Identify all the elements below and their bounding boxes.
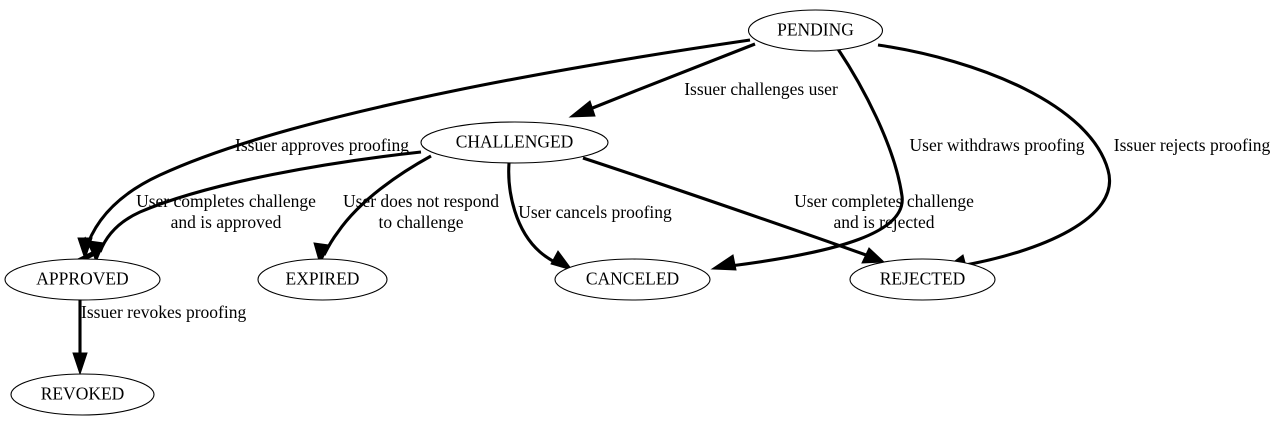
- edge-challenged-canceled: [507, 162, 574, 271]
- node-pending-ellipse[interactable]: [747, 9, 884, 52]
- edge-approved-revoked: [72, 300, 88, 376]
- edge-challenged-expired: [313, 154, 432, 266]
- node-challenged[interactable]: CHALLENGED: [420, 121, 609, 164]
- edge-label-user-does-not-respond-line2: to challenge: [378, 212, 463, 232]
- edge-pending-approved-path: [83, 38, 751, 253]
- edge-challenged-rejected-path: [582, 156, 867, 257]
- edge-label-user-completes-challenge-rejected-line2: and is rejected: [833, 212, 934, 232]
- edge-pending-rejected: [877, 43, 1112, 271]
- edge-label-user-completes-challenge-approved-line1: User completes challenge: [136, 191, 316, 211]
- node-challenged-label: CHALLENGED: [456, 132, 574, 152]
- edge-label-issuer-approves-proofing: Issuer approves proofing: [235, 135, 409, 155]
- edge-approved-revoked-arrowhead: [72, 352, 88, 376]
- edge-label-user-withdraws-proofing: User withdraws proofing: [910, 135, 1085, 155]
- node-canceled[interactable]: CANCELED: [554, 258, 711, 301]
- edge-pending-canceled-path: [729, 48, 904, 268]
- edge-pending-challenged-arrowhead: [568, 100, 596, 118]
- edge-label-issuer-revokes-proofing: Issuer revokes proofing: [81, 302, 246, 322]
- edge-pending-challenged-path: [584, 42, 756, 113]
- node-revoked-ellipse[interactable]: [10, 373, 155, 416]
- edge-challenged-approved-path: [98, 150, 422, 253]
- node-pending[interactable]: PENDING: [747, 9, 884, 52]
- edge-challenged-approved: [88, 150, 422, 264]
- edge-pending-canceled: [710, 48, 904, 271]
- edge-challenged-rejected: [582, 156, 886, 264]
- edge-label-issuer-rejects-proofing: Issuer rejects proofing: [1114, 135, 1271, 155]
- edge-label-user-completes-challenge-rejected-line1: User completes challenge: [794, 191, 974, 211]
- edge-challenged-expired-arrowhead: [313, 242, 330, 266]
- node-approved-ellipse[interactable]: [4, 258, 161, 301]
- node-revoked[interactable]: REVOKED: [10, 373, 155, 416]
- edge-challenged-approved-arrowhead: [88, 240, 105, 264]
- node-rejected[interactable]: REJECTED: [849, 258, 996, 301]
- node-challenged-ellipse[interactable]: [420, 121, 609, 164]
- node-rejected-ellipse[interactable]: [849, 258, 996, 301]
- edge-challenged-canceled-arrowhead: [550, 250, 574, 271]
- edge-pending-challenged: [568, 42, 756, 118]
- edge-label-issuer-challenges-user: Issuer challenges user: [684, 79, 838, 99]
- node-canceled-ellipse[interactable]: [554, 258, 711, 301]
- edge-label-user-completes-challenge-approved-line2: and is approved: [171, 212, 282, 232]
- node-expired-label: EXPIRED: [286, 269, 360, 289]
- node-revoked-label: REVOKED: [41, 384, 125, 404]
- node-expired[interactable]: EXPIRED: [257, 258, 388, 301]
- node-expired-ellipse[interactable]: [257, 258, 388, 301]
- edge-pending-rejected-path: [877, 43, 1112, 268]
- node-canceled-label: CANCELED: [586, 269, 679, 289]
- edge-pending-canceled-arrowhead: [710, 254, 737, 271]
- node-approved-label: APPROVED: [36, 269, 128, 289]
- node-rejected-label: REJECTED: [880, 269, 966, 289]
- node-approved[interactable]: APPROVED: [4, 258, 161, 301]
- edge-label-user-cancels-proofing: User cancels proofing: [518, 202, 672, 222]
- edge-label-user-does-not-respond-line1: User does not respond: [343, 191, 499, 211]
- edge-pending-approved-arrowhead-solid: [77, 237, 93, 261]
- node-pending-label: PENDING: [777, 20, 854, 40]
- edge-challenged-rejected-arrowhead: [861, 247, 886, 264]
